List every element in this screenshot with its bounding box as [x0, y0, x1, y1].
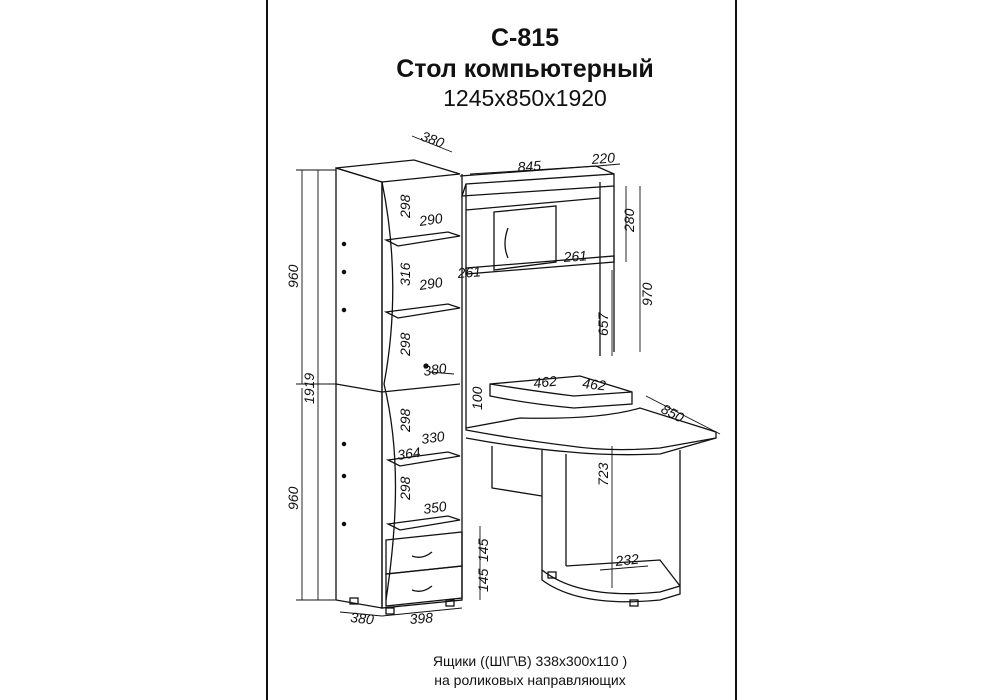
- desk-foot-2: [629, 599, 639, 607]
- desk-base-side: [541, 450, 681, 595]
- desk-modesty-panel: [491, 446, 543, 497]
- bookcase-curve-lower: [383, 383, 397, 601]
- desk-foot-1: [547, 571, 557, 579]
- dim-label-shelf-w3: 380: [422, 360, 448, 379]
- model-code: С-815: [490, 24, 560, 52]
- dim-line-845: [469, 165, 599, 175]
- hutch-shelf: [465, 255, 615, 275]
- dim-label-shelf4: 298: [397, 408, 413, 433]
- dim-label-shelf-w2: 290: [417, 274, 444, 293]
- dim-label-shelf3: 298: [397, 332, 413, 357]
- dim-label-hutch-280: 280: [621, 208, 637, 233]
- bookcase-top: [335, 159, 461, 183]
- dim-label-shelf2: 316: [397, 262, 413, 286]
- dim-ext-left: [296, 169, 336, 601]
- drawer-bottom: [385, 565, 463, 607]
- bookcase-curve-upper: [381, 181, 394, 385]
- dim-label-hutch-depth: 220: [590, 149, 616, 167]
- bookcase-front: [381, 174, 463, 609]
- drawer-note: Ящики ((Ш\Г\В) 338x300x110 ) на роликовы…: [390, 652, 670, 690]
- hutch-top: [461, 173, 615, 197]
- dim-label-cabinet-261-left: 261: [456, 263, 481, 281]
- hutch-cabinet-door: [493, 205, 557, 271]
- pin-1: [341, 241, 347, 247]
- dim-label-hutch-657: 657: [595, 311, 611, 336]
- dim-line-bottom: [339, 607, 463, 617]
- dim-label-hutch-width: 845: [517, 157, 542, 175]
- pin-2: [341, 269, 347, 275]
- dim-label-shelf1: 298: [397, 194, 413, 219]
- dim-line-380-shelf: [429, 371, 455, 375]
- dim-line-232: [599, 565, 649, 571]
- pin-4: [341, 441, 347, 447]
- dim-label-top-depth: 380: [419, 128, 447, 151]
- desk-top-thickness: [465, 437, 717, 456]
- dim-label-riser-100: 100: [469, 386, 485, 410]
- pin-5: [341, 473, 347, 479]
- right-frame-line: [735, 0, 737, 700]
- desk-base-plinth: [541, 570, 681, 603]
- dim-line-220: [597, 163, 621, 167]
- desk-riser-edge: [489, 383, 633, 397]
- drawer-note-line2: на роликовых направляющих: [434, 672, 626, 688]
- drawer-bottom-handle: [411, 585, 433, 592]
- dim-label-shelf6: 298: [397, 476, 413, 501]
- pin-6: [341, 521, 347, 527]
- overall-dimensions: 1245x850x1920: [443, 85, 607, 111]
- dim-label-shelf-w4: 330: [420, 428, 446, 447]
- dim-label-shelf5: 364: [396, 444, 422, 463]
- pin-7: [423, 363, 429, 369]
- title-block: С-815 Стол компьютерный 1245x850x1920: [370, 22, 680, 112]
- shelf-upper-2: [383, 303, 461, 319]
- bookcase-foot-2: [385, 607, 395, 615]
- cabinet-handle: [504, 227, 509, 259]
- desk-base-bottom-shelf: [565, 559, 681, 587]
- drawing-lines: [335, 159, 717, 615]
- dim-label-hutch-970: 970: [639, 282, 655, 306]
- bookcase-foot-1: [349, 597, 359, 605]
- dim-label-base-232: 232: [614, 551, 640, 569]
- dim-label-desk-723: 723: [595, 462, 611, 486]
- pin-3: [341, 307, 347, 313]
- dim-label-upper-height: 960: [285, 264, 301, 288]
- dim-label-desk-462-left: 462: [533, 373, 558, 391]
- dim-label-drawer1: 145: [475, 538, 491, 562]
- dim-label-drawer2: 145: [475, 568, 491, 592]
- shelf-lower-1: [385, 451, 461, 467]
- dim-line-380-top: [411, 135, 453, 153]
- dim-label-bottom-380: 380: [350, 609, 375, 627]
- drawer-top-handle: [411, 551, 433, 558]
- desk-riser: [489, 375, 633, 409]
- hutch-back-line: [465, 197, 601, 211]
- left-frame-line: [266, 0, 268, 700]
- dimension-lines: [296, 135, 721, 617]
- desk-top: [465, 407, 717, 451]
- shelf-lower-2: [385, 515, 461, 531]
- drawer-note-line1: Ящики ((Ш\Г\В) 338x300x110 ): [432, 653, 628, 669]
- dim-label-total-height: 1919: [301, 373, 317, 404]
- bookcase-foot-3: [445, 599, 455, 607]
- dim-label-cabinet-261-right: 261: [562, 247, 587, 265]
- product-name: Стол компьютерный: [396, 55, 654, 83]
- bookcase-middle-divider: [335, 383, 461, 393]
- dim-label-lower-height: 960: [285, 486, 301, 510]
- dim-line-850: [645, 395, 721, 435]
- shelf-upper-1: [383, 231, 461, 247]
- dim-label-desk-462-right: 462: [582, 375, 607, 393]
- dim-label-shelf-w1: 290: [417, 210, 444, 229]
- dim-label-shelf-w6: 350: [422, 498, 448, 517]
- dim-label-bottom-398: 398: [409, 609, 434, 627]
